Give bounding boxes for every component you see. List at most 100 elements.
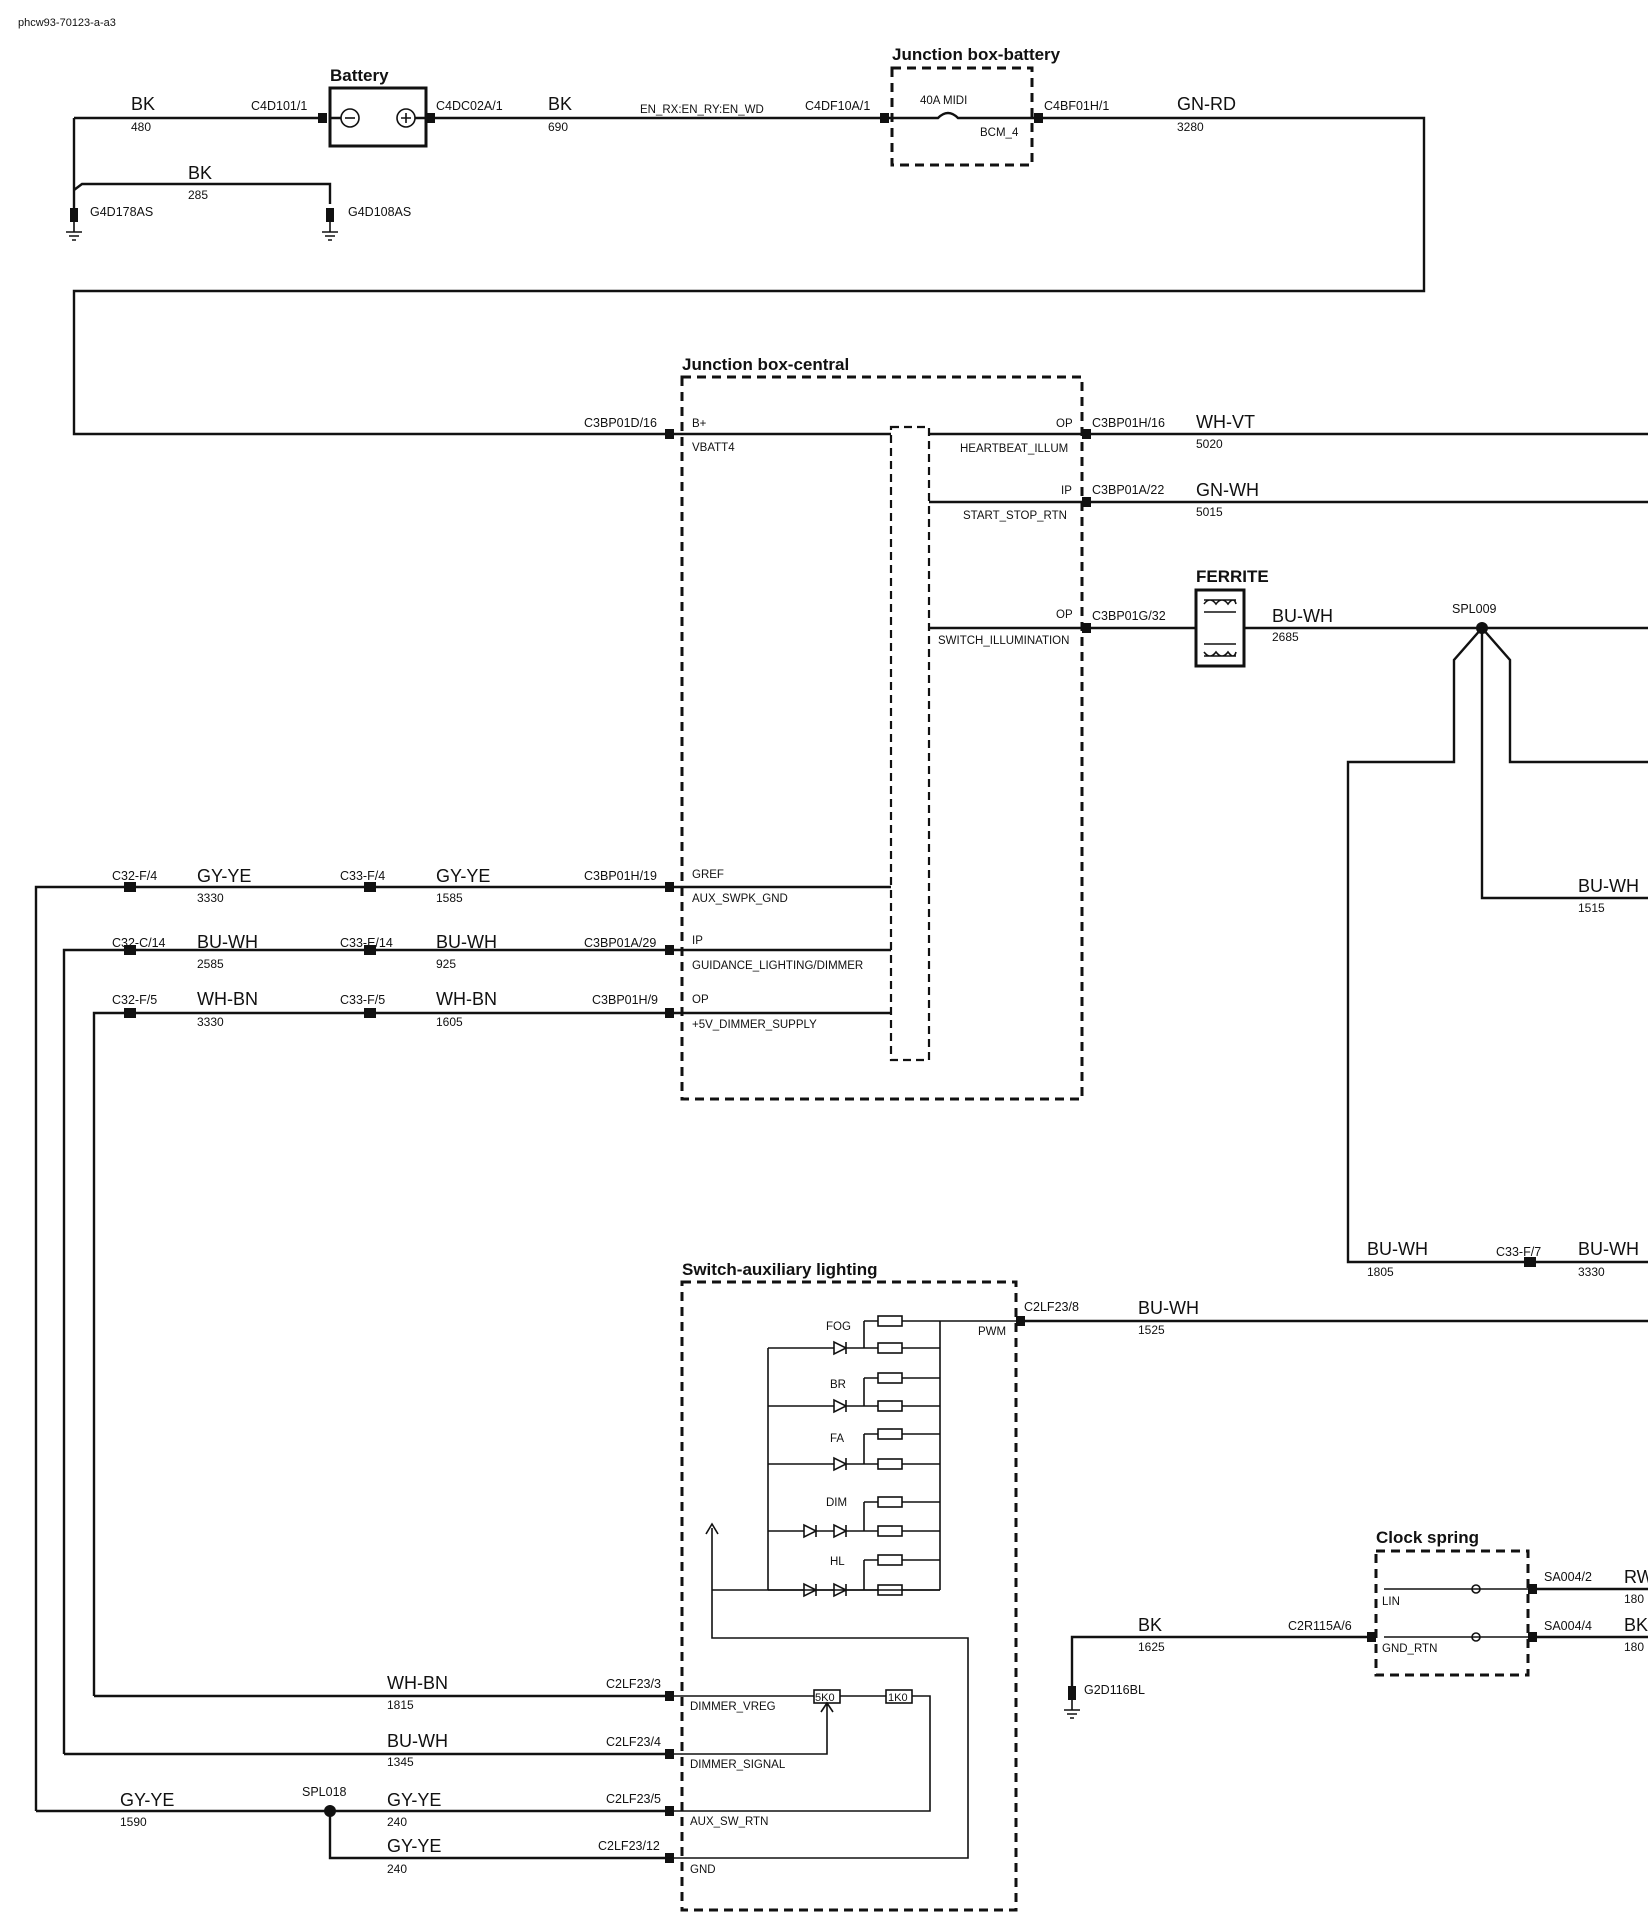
wire-color: WH-BN — [387, 1673, 448, 1693]
wire-number: 5020 — [1196, 437, 1223, 451]
connector-label: SA004/2 — [1544, 1570, 1592, 1584]
connector-label: C33-F/4 — [340, 869, 385, 883]
connector-label: C2LF23/4 — [606, 1735, 661, 1749]
wire-number: 1525 — [1138, 1323, 1165, 1337]
fuse-label: 40A MIDI — [920, 95, 967, 107]
wire-color: GN-WH — [1196, 480, 1259, 500]
wire-color: BK — [1138, 1615, 1162, 1635]
wire-color: WH-BN — [436, 989, 497, 1009]
wire-number: 285 — [188, 188, 208, 202]
battery-symbol — [328, 86, 428, 148]
connector-label: C3BP01H/9 — [592, 993, 658, 1007]
wire-color: BK — [1624, 1615, 1648, 1635]
jb-central-inputs: C32-F/4 GY-YE 3330 C33-F/4 GY-YE 1585 C3… — [34, 866, 665, 1811]
switch-aux-title: Switch-auxiliary lighting — [682, 1260, 878, 1279]
led-label: BR — [830, 1379, 846, 1391]
wire-number: 1815 — [387, 1698, 414, 1712]
wire-number: 5015 — [1196, 505, 1223, 519]
pin-label: GND — [690, 1864, 716, 1876]
pin-label: IP — [1061, 485, 1072, 497]
connector-label: C2LF23/5 — [606, 1792, 661, 1806]
wire-color: BU-WH — [1138, 1298, 1199, 1318]
connector-label: C3BP01H/19 — [584, 869, 657, 883]
pin-label: B+ — [692, 418, 707, 430]
connector-label: C3BP01A/29 — [584, 936, 656, 950]
wire-color: GY-YE — [387, 1836, 441, 1856]
wire-color: BU-WH — [1578, 1239, 1639, 1259]
wire-color: BU-WH — [1367, 1239, 1428, 1259]
battery-circuit: G4D178AS G4D108AS BK 480 BK 285 C4D101/1… — [66, 45, 1426, 436]
connector-label: C33-E/14 — [340, 936, 393, 950]
wire-color: RW — [1624, 1567, 1648, 1587]
resistor-label: 5K0 — [815, 1692, 835, 1704]
wire-number: 3280 — [1177, 120, 1204, 134]
ground-label: G2D116BL — [1084, 1683, 1145, 1697]
pin-label: AUX_SWPK_GND — [692, 893, 788, 905]
switch-aux-lighting: Switch-auxiliary lighting PWM C2LF23/8 B… — [598, 1260, 1648, 1912]
wire-number: 3330 — [1578, 1265, 1605, 1279]
wire-color: GY-YE — [197, 866, 251, 886]
pin-label: GND_RTN — [1382, 1643, 1437, 1655]
clock-spring: Clock spring LIN GND_RTN SA004/2 RW 180 … — [1064, 1528, 1648, 1719]
pin-label: DIMMER_VREG — [690, 1701, 776, 1713]
led-label: HL — [830, 1556, 845, 1568]
wire-number: 180 — [1624, 1592, 1644, 1606]
wire-color: BU-WH — [1578, 876, 1639, 896]
connector-label: C3BP01H/16 — [1092, 416, 1165, 430]
connector-label: C32-F/5 — [112, 993, 157, 1007]
wire-number: 180 — [1624, 1640, 1644, 1654]
jb-central: Junction box-central C3BP01D/16 B+ VBATT… — [584, 355, 1648, 1101]
pin-label: OP — [1056, 418, 1073, 430]
wire-number: 2585 — [197, 957, 224, 971]
pin-label: HEARTBEAT_ILLUM — [960, 443, 1068, 455]
wire-color: GY-YE — [436, 866, 490, 886]
jb-battery-box — [890, 66, 1034, 167]
ferrite-section: FERRITE BU-WH 2685 SPL009 BU-WH 1515 BU-… — [1091, 567, 1648, 1279]
led-label: FOG — [826, 1321, 851, 1333]
wire-number: 480 — [131, 120, 151, 134]
connector-label: C2LF23/8 — [1024, 1300, 1079, 1314]
wire-number: 1590 — [120, 1815, 147, 1829]
wire-color: BU-WH — [387, 1731, 448, 1751]
wire-color: GY-YE — [120, 1790, 174, 1810]
switch-aux-box — [680, 1280, 1018, 1912]
wire-color: BK — [131, 94, 155, 114]
fuse-signal: BCM_4 — [980, 127, 1019, 139]
wire-number: 1605 — [436, 1015, 463, 1029]
pin-label: GREF — [692, 869, 724, 881]
connector-label: C4D101/1 — [251, 99, 307, 113]
wire-color: BU-WH — [197, 932, 258, 952]
wire-color: BK — [548, 94, 572, 114]
connector-label: C4DF10A/1 — [805, 99, 870, 113]
clock-spring-title: Clock spring — [1376, 1528, 1479, 1547]
connector-label: C33-F/7 — [1496, 1245, 1541, 1259]
wire-number: 1585 — [436, 891, 463, 905]
ground-label: G4D178AS — [90, 205, 153, 219]
connector-label: C3BP01G/32 — [1092, 609, 1166, 623]
resistor-label: 1K0 — [888, 1692, 908, 1704]
wire-number: 1515 — [1578, 901, 1605, 915]
wire-number: 3330 — [197, 1015, 224, 1029]
pin-label: IP — [692, 935, 703, 947]
wire-number: 925 — [436, 957, 456, 971]
pin-label: VBATT4 — [692, 442, 735, 454]
connector-label: C33-F/5 — [340, 993, 385, 1007]
connector-label: C32-F/4 — [112, 869, 157, 883]
connector-label: C4DC02A/1 — [436, 99, 503, 113]
pin-label: OP — [1056, 609, 1073, 621]
splice-label: SPL009 — [1452, 602, 1497, 616]
pin-label: SWITCH_ILLUMINATION — [938, 635, 1069, 647]
diagram-id: phcw93-70123-a-a3 — [18, 17, 116, 29]
wire-color: WH-BN — [197, 989, 258, 1009]
ferrite-symbol — [1194, 588, 1246, 668]
connector-label: SA004/4 — [1544, 1619, 1592, 1633]
ground-label: G4D108AS — [348, 205, 411, 219]
pin-label: START_STOP_RTN — [963, 510, 1067, 522]
connector-label: C2LF23/3 — [606, 1677, 661, 1691]
connector-label: C32-C/14 — [112, 936, 166, 950]
wire-color: GN-RD — [1177, 94, 1236, 114]
pin-label: AUX_SW_RTN — [690, 1816, 768, 1828]
pin-label: PWM — [978, 1326, 1006, 1338]
wire-color: BU-WH — [436, 932, 497, 952]
